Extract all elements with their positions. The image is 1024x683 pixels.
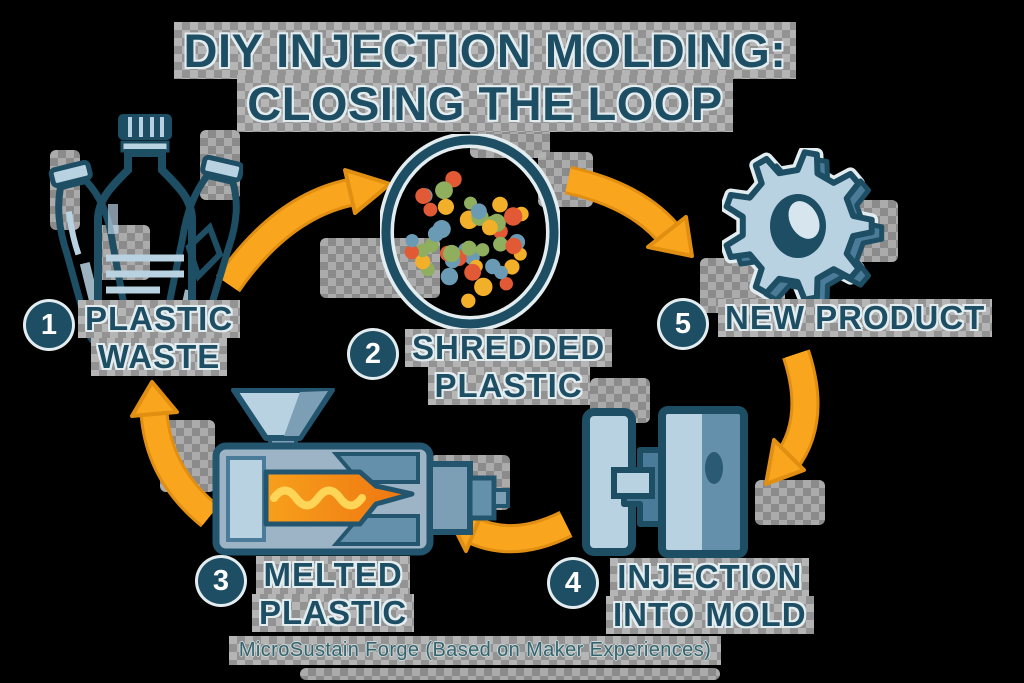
nozzle xyxy=(427,461,510,535)
attribution-text: MicroSustain Forge (Based on Maker Exper… xyxy=(228,636,722,665)
ejector-bar xyxy=(611,467,655,499)
checker-artifact xyxy=(755,480,825,525)
title-line-2: CLOSING THE LOOP xyxy=(237,75,733,132)
plastic-flakes xyxy=(404,171,529,308)
step-5: 5 NEW PRODUCT xyxy=(660,299,993,347)
title-line-1: DIY INJECTION MOLDING: xyxy=(173,22,797,79)
mold-block xyxy=(658,406,748,558)
melt-chamber xyxy=(263,469,415,527)
shredded-plastic-icon xyxy=(380,134,560,330)
step-4: 4 INJECTION INTO MOLD xyxy=(550,558,814,634)
arrow-waste-to-shredded xyxy=(216,168,392,293)
page-subtitle: CLOSING THE LOOP xyxy=(0,75,970,132)
left-bottle xyxy=(48,159,131,347)
step-1-label: WASTE xyxy=(90,338,228,376)
arrow-shredded-to-product xyxy=(564,165,694,258)
gear-icon xyxy=(722,148,885,310)
step-1-label: PLASTIC xyxy=(78,300,241,338)
checker-artifact xyxy=(300,668,720,680)
step-4-label: INTO MOLD xyxy=(606,596,814,634)
step-3-label: MELTED xyxy=(256,556,410,594)
step-4-label: INJECTION xyxy=(610,558,810,596)
arrow-melted-to-waste xyxy=(130,380,220,528)
step-2-number-badge: 2 xyxy=(350,331,396,377)
step-5-number-badge: 5 xyxy=(660,301,706,347)
step-1: 1 PLASTIC WASTE xyxy=(26,300,241,376)
step-3: 3 MELTED PLASTIC xyxy=(198,556,415,632)
injection-mold-icon xyxy=(582,406,748,558)
step-1-number-badge: 1 xyxy=(26,302,72,348)
step-3-label: PLASTIC xyxy=(252,594,415,632)
page-title: DIY INJECTION MOLDING: xyxy=(0,22,970,79)
step-5-label: NEW PRODUCT xyxy=(718,299,993,337)
step-4-number-badge: 4 xyxy=(550,560,596,606)
hopper xyxy=(231,388,335,441)
attribution-caption: MicroSustain Forge (Based on Maker Exper… xyxy=(0,636,950,665)
screw-wave xyxy=(270,486,366,510)
step-2-label: SHREDDED xyxy=(405,329,613,367)
step-2-label: PLASTIC xyxy=(427,367,590,405)
step-3-number-badge: 3 xyxy=(198,558,244,604)
arrow-product-to-mold xyxy=(764,349,820,486)
mold-cavity xyxy=(705,452,723,484)
step-2: 2 SHREDDED PLASTIC xyxy=(350,329,613,405)
extruder-icon xyxy=(212,388,510,556)
